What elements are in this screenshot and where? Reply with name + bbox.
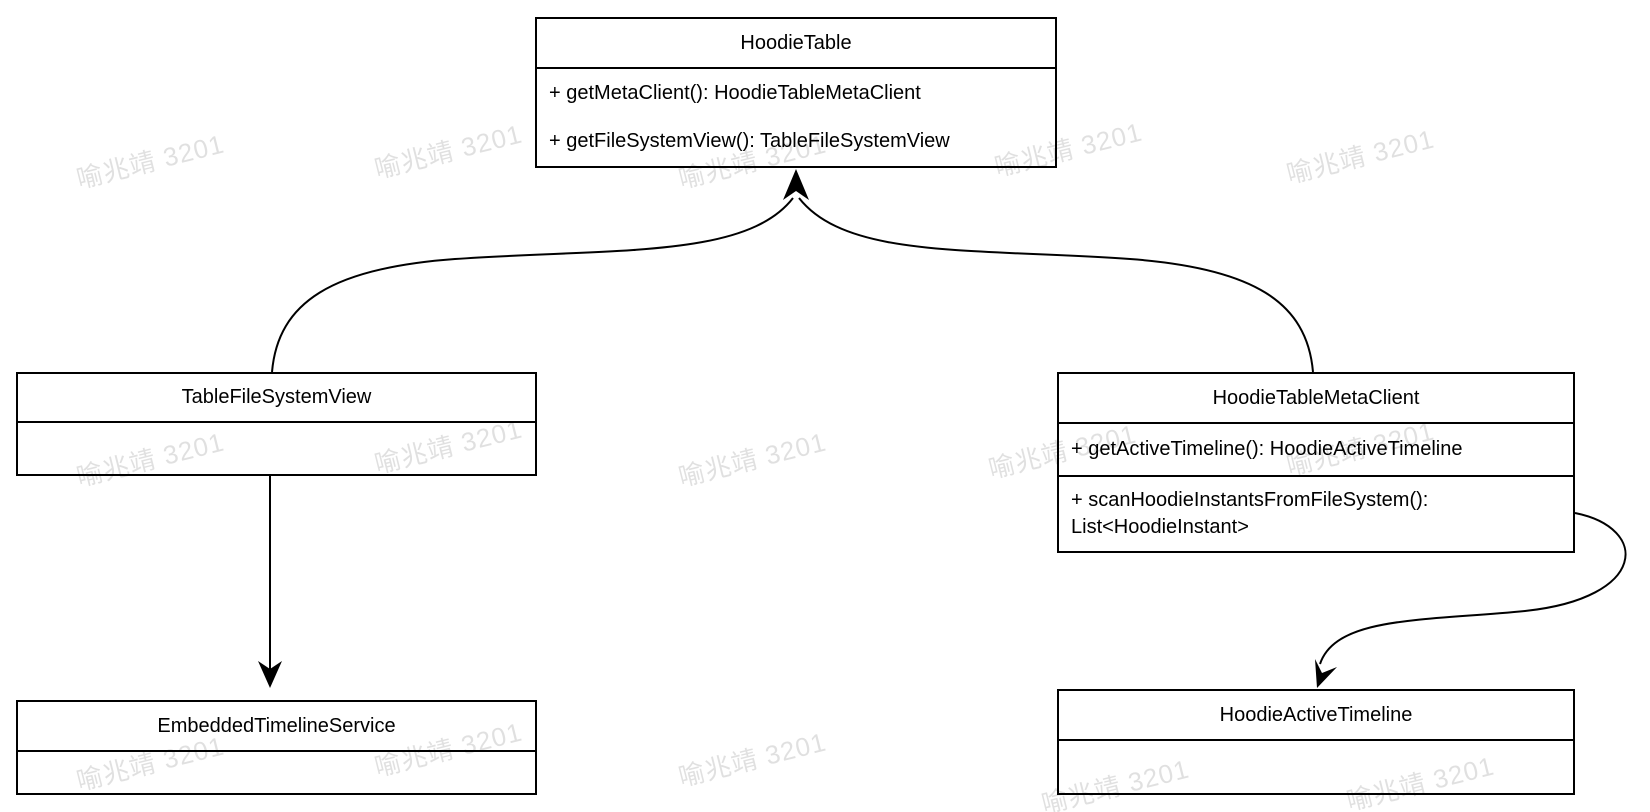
class-embeddedtimelineservice: EmbeddedTimelineService	[16, 700, 537, 795]
edge-hoodietablemetaclient-to-hoodietable	[798, 197, 1314, 373]
class-tablefilesystemview-title: TableFileSystemView	[18, 374, 535, 423]
edge-hoodietablemetaclient-to-hoodieactivetimeline	[1319, 512, 1627, 665]
class-hoodietablemetaclient-title: HoodieTableMetaClient	[1059, 374, 1573, 424]
arrowhead-down-hoodieactivetimeline	[1315, 659, 1337, 688]
class-hoodietable-methods: + getMetaClient(): HoodieTableMetaClient…	[537, 69, 1055, 166]
class-hoodietable: HoodieTable + getMetaClient(): HoodieTab…	[535, 17, 1057, 168]
arrowhead-up-hoodietable	[783, 169, 809, 200]
method-scanhoodieinstantsfromfilesystem: + scanHoodieInstantsFromFileSystem(): Li…	[1071, 489, 1429, 538]
class-hoodieactivetimeline-empty-compartment	[1059, 741, 1573, 793]
class-hoodieactivetimeline-title: HoodieActiveTimeline	[1059, 691, 1573, 741]
class-hoodietablemetaclient: HoodieTableMetaClient + getActiveTimelin…	[1057, 372, 1575, 553]
class-hoodietable-title: HoodieTable	[537, 19, 1055, 69]
method-getmetaclient: + getMetaClient(): HoodieTableMetaClient	[549, 81, 921, 104]
class-tablefilesystemview: TableFileSystemView	[16, 372, 537, 476]
class-hoodietablemetaclient-compartment-1: + getActiveTimeline(): HoodieActiveTimel…	[1059, 424, 1573, 475]
method-getfilesystemview: + getFileSystemView(): TableFileSystemVi…	[549, 130, 950, 152]
arrowhead-down-embeddedtimelineservice	[258, 661, 282, 688]
class-tablefilesystemview-empty-compartment	[18, 423, 535, 474]
class-hoodietablemetaclient-compartment-2: + scanHoodieInstantsFromFileSystem(): Li…	[1059, 475, 1573, 551]
class-embeddedtimelineservice-title: EmbeddedTimelineService	[18, 702, 535, 752]
edge-tablefilesystemview-to-hoodietable	[271, 197, 794, 373]
class-embeddedtimelineservice-empty-compartment	[18, 752, 535, 793]
class-hoodieactivetimeline: HoodieActiveTimeline	[1057, 689, 1575, 795]
method-getactivetimeline: + getActiveTimeline(): HoodieActiveTimel…	[1071, 438, 1463, 460]
